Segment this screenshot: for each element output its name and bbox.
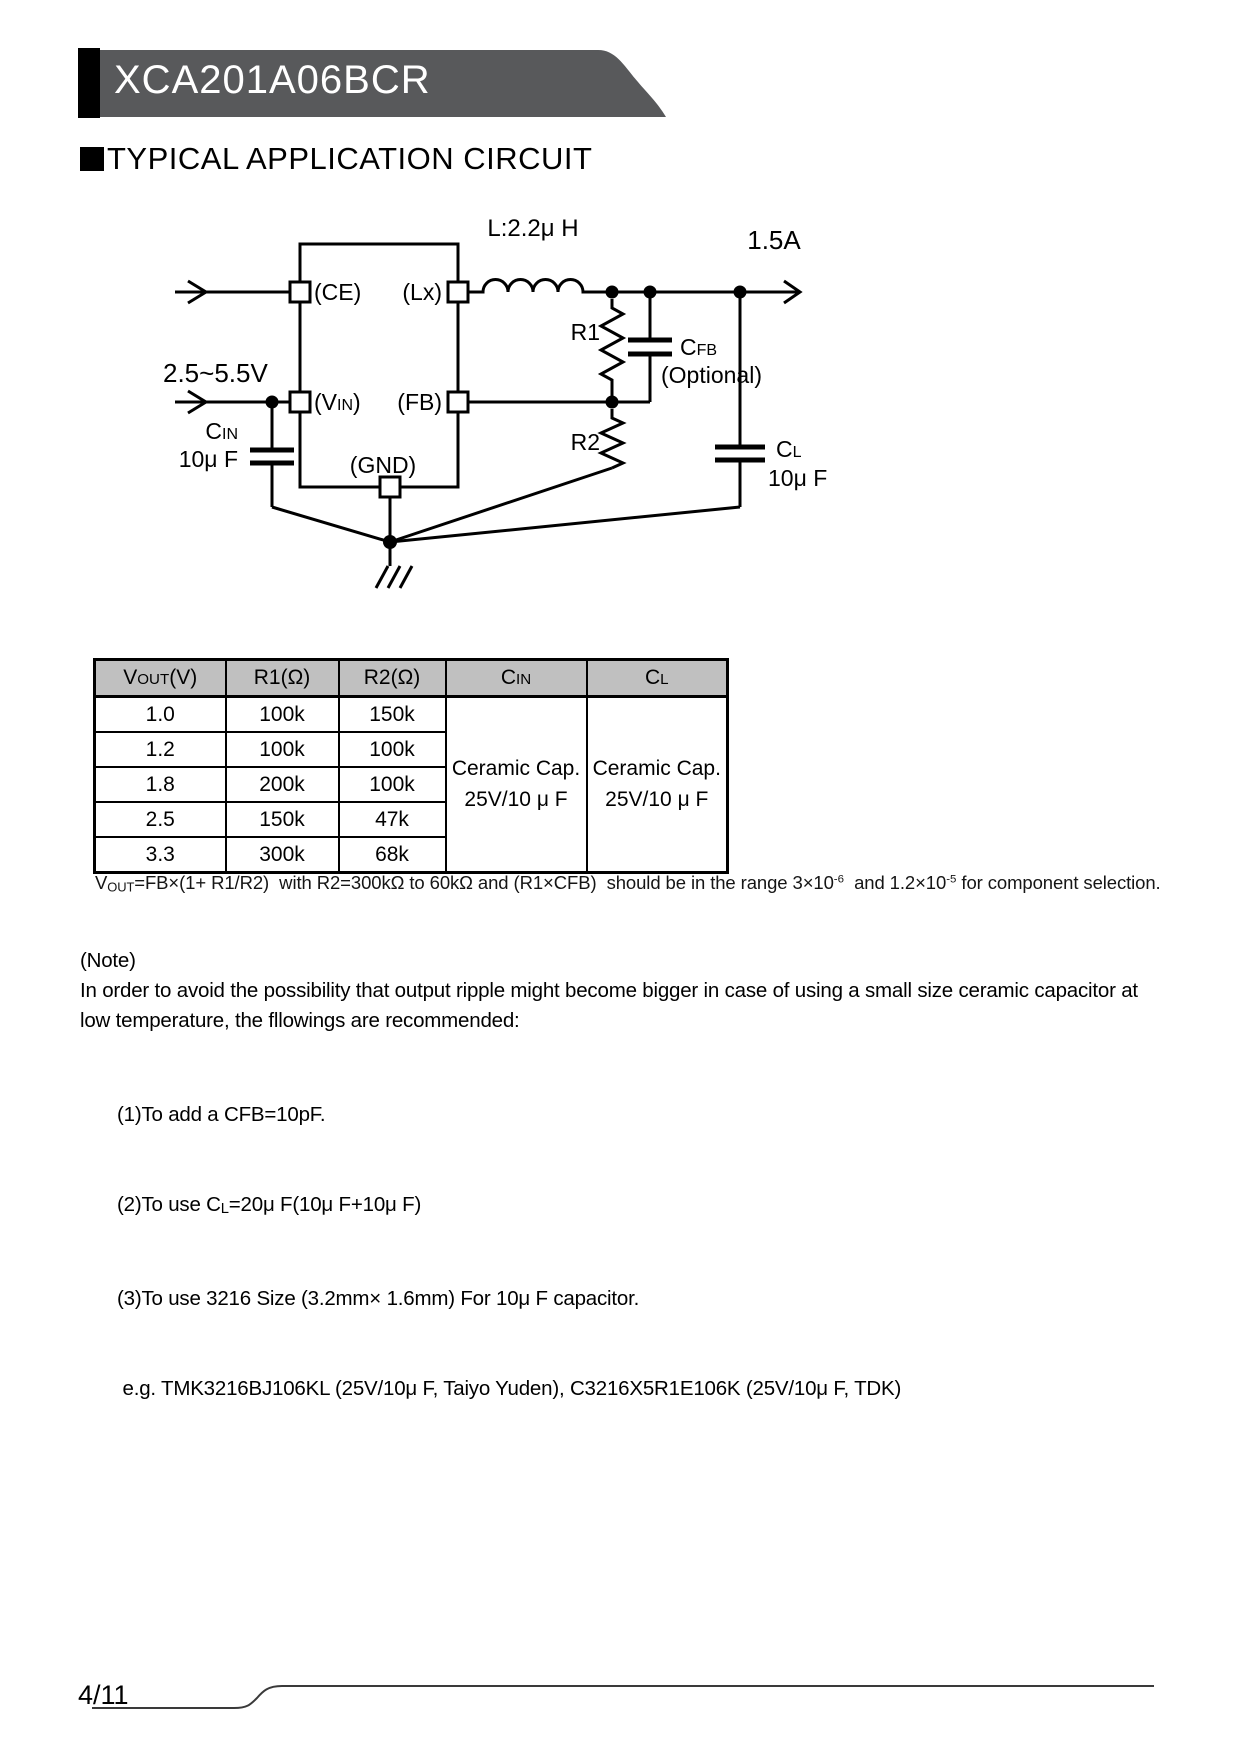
cell-r1: 200k — [224, 766, 340, 803]
pin-lx-label: (Lx) — [402, 279, 442, 305]
cell-r1: 300k — [224, 836, 340, 874]
cl-ground-wire — [389, 505, 741, 544]
pin-vin-label: (VIN) — [314, 389, 361, 415]
cell-vout: 1.0 — [93, 695, 227, 733]
note-item-3: (3)To use 3216 Size (3.2mm× 1.6mm) For 1… — [117, 1286, 640, 1310]
vin-junction-dot — [265, 395, 279, 409]
cin-ground-wire — [271, 505, 391, 544]
note-items: (1)To add a CFB=10pF. (2)To use CL=20μ F… — [117, 1040, 901, 1464]
inductor-l — [469, 278, 612, 294]
cfb-optional-label: (Optional) — [661, 362, 762, 388]
ground-junction-dot — [383, 535, 397, 549]
cell-vout: 1.8 — [93, 766, 227, 803]
note-item-1: (1)To add a CFB=10pF. — [117, 1103, 326, 1126]
note-title: (Note) — [80, 949, 136, 972]
vout-formula-note: VOUT=FB×(1+ R1/R2) with R2=300kΩ to 60kΩ… — [95, 872, 1161, 895]
banner-black-block — [78, 48, 100, 118]
cell-r2: 100k — [337, 766, 447, 803]
pin-gnd-square — [378, 475, 402, 499]
footer-divider-line — [92, 1685, 1154, 1709]
cell-cl-merged: Ceramic Cap.25V/10 μ F — [585, 695, 729, 874]
table-row: 1.2 100k 100k — [93, 731, 728, 768]
cell-r2: 47k — [337, 801, 447, 838]
page-number: 4/11 — [78, 1680, 129, 1710]
table-row: 1.0 100k 150k Ceramic Cap.25V/10 μ F Cer… — [93, 695, 729, 874]
cfb-junction-dot — [643, 285, 657, 299]
banner-swoosh-shape — [100, 50, 666, 117]
part-number-title: XCA201A06BCR — [114, 58, 431, 102]
note-item-example: e.g. TMK3216BJ106KL (25V/10μ F, Taiyo Yu… — [117, 1376, 902, 1400]
header-r1: R1(Ω) — [224, 658, 340, 698]
cin-value-label: 10μ F — [179, 446, 238, 472]
fb-junction-dot — [605, 395, 619, 409]
note-item-2: (2)To use CL=20μ F(10μ F+10μ F) — [117, 1193, 422, 1217]
cell-r2: 150k — [337, 695, 447, 733]
pin-vin-square — [288, 390, 312, 414]
ground-symbol-icon — [374, 565, 414, 589]
cell-vout: 1.2 — [93, 731, 227, 768]
header-r2: R2(Ω) — [337, 658, 447, 698]
cl-junction-dot — [733, 285, 747, 299]
table-header-row: VOUT(V) R1(Ω) R2(Ω) CIN CL — [93, 658, 729, 698]
cell-vout: 3.3 — [93, 836, 227, 874]
output-arrow-icon — [783, 279, 803, 305]
pin-fb-square — [446, 390, 470, 414]
cfb-label: CFB — [680, 334, 717, 360]
r2-ground-wire — [389, 466, 613, 544]
table-row: 1.8 200k 100k — [93, 766, 728, 803]
resistor-r2 — [597, 409, 627, 470]
note-line: low temperature, the fllowings are recom… — [80, 1009, 520, 1032]
pin-gnd-label: (GND) — [350, 452, 416, 478]
cin-label: CIN — [205, 418, 238, 444]
section-bullet-icon — [80, 147, 104, 171]
r1-label: R1 — [571, 319, 600, 345]
pin-ce-label: (CE) — [314, 279, 361, 305]
cell-r2: 100k — [337, 731, 447, 768]
note-block: (Note) In order to avoid the possibility… — [80, 946, 1138, 1036]
table-row: 3.3 300k 68k — [93, 836, 728, 874]
vin-input-arrow-icon — [187, 389, 209, 415]
section-title: TYPICAL APPLICATION CIRCUIT — [107, 141, 593, 176]
r1-junction-dot — [605, 285, 619, 299]
header-cl: CL — [585, 658, 729, 698]
ce-input-arrow-icon — [187, 279, 209, 305]
input-voltage-label: 2.5~5.5V — [163, 358, 268, 388]
cell-vout: 2.5 — [93, 801, 227, 838]
banner-gray-ribbon — [100, 50, 666, 117]
cell-r1: 100k — [224, 695, 340, 733]
r2-label: R2 — [571, 429, 600, 455]
cell-r1: 100k — [224, 731, 340, 768]
inductor-label: L:2.2μ H — [487, 215, 578, 242]
pin-ce-square — [288, 280, 312, 304]
cell-r1: 150k — [224, 801, 340, 838]
note-line: In order to avoid the possibility that o… — [80, 979, 1138, 1002]
table-row: 2.5 150k 47k — [93, 801, 728, 838]
resistor-r1 — [597, 299, 627, 402]
header-cin: CIN — [444, 658, 588, 698]
cl-value-label: 10μ F — [768, 465, 827, 491]
component-selection-table: VOUT(V) R1(Ω) R2(Ω) CIN CL 1.0 100k 150k… — [93, 658, 729, 874]
cell-cin-merged: Ceramic Cap.25V/10 μ F — [444, 695, 588, 874]
cell-r2: 68k — [337, 836, 447, 874]
header-vout: VOUT(V) — [93, 658, 227, 698]
cl-label: CL — [776, 436, 802, 462]
pin-lx-square — [446, 280, 470, 304]
output-current-label: 1.5A — [747, 225, 801, 255]
section-heading: TYPICAL APPLICATION CIRCUIT — [80, 141, 592, 177]
pin-fb-label: (FB) — [397, 389, 442, 415]
application-circuit-diagram: L:2.2μ H 1.5A 2.5~5.5V (CE) (Lx) (VIN) (… — [163, 215, 827, 589]
